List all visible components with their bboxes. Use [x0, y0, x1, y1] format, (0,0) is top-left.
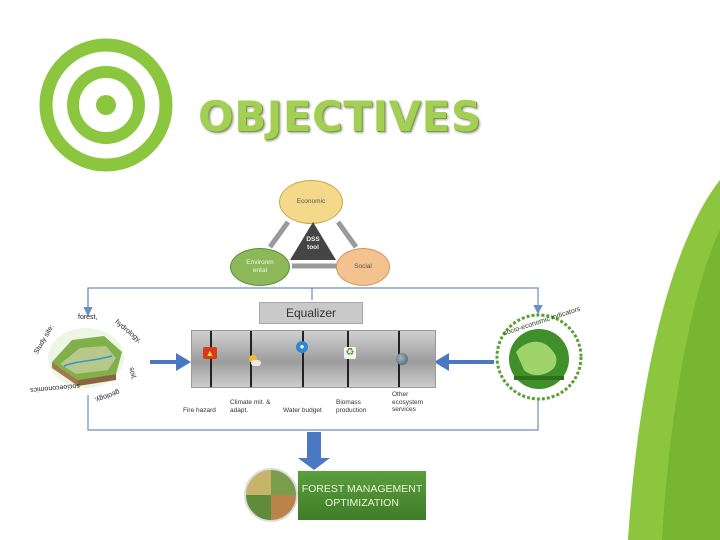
economic-label: Economic: [296, 198, 326, 205]
water-drop-icon: ●: [296, 341, 308, 353]
dss-tool-label: DSS tool: [306, 236, 320, 251]
study-site-word-6: socioeconomics: [29, 381, 81, 394]
label-biomass: Biomass production: [336, 399, 367, 414]
social-node: Social: [336, 248, 390, 286]
slider-track-fire: [210, 331, 212, 387]
slider-panel: ▲ ● ♻: [191, 330, 436, 388]
study-site-word-5: geology,: [93, 387, 121, 404]
study-site-word-1: Study site:: [33, 323, 56, 356]
equalizer-bar: Equalizer: [259, 302, 363, 324]
label-water-budget: Water budget: [283, 407, 322, 414]
study-site-word-2: forest,: [78, 314, 98, 321]
fire-icon: ▲: [203, 347, 217, 359]
label-climate: Climate mit. & adapt.: [230, 399, 271, 414]
recycle-icon: ♻: [344, 347, 356, 359]
slider-track-biomass: [347, 331, 349, 387]
economic-node: Economic: [279, 180, 343, 224]
output-line-2: OPTIMIZATION: [325, 496, 399, 509]
study-site-words: Study site: forest, hydrology, soil, geo…: [26, 312, 152, 404]
label-other-services: Other ecosystem services: [392, 391, 424, 413]
study-site-word-4: soil,: [127, 366, 137, 381]
environmental-node: Environm ental: [230, 248, 290, 286]
page-title: OBJECTIVES: [198, 92, 482, 141]
target-logo-icon: [39, 38, 173, 172]
study-site-diagram: [48, 328, 124, 388]
forest-management-box: FOREST MANAGEMENT OPTIMIZATION: [298, 471, 426, 520]
dss-triangle-icon: [290, 222, 336, 260]
forest-collage-icon: [244, 468, 298, 522]
environmental-label: Environm ental: [246, 259, 274, 274]
globe-icon: [396, 353, 408, 365]
indicators-globe-icon: [495, 313, 583, 401]
label-fire-hazard: Fire hazard: [183, 407, 216, 414]
sun-cloud-icon: [247, 355, 261, 367]
study-site-word-3: hydrology,: [113, 318, 143, 345]
equalizer-label: Equalizer: [285, 306, 337, 320]
green-wave-decoration: [628, 180, 720, 540]
output-line-1: FOREST MANAGEMENT: [301, 482, 423, 495]
social-label: Social: [354, 263, 372, 270]
slider-track-water: [302, 331, 304, 387]
